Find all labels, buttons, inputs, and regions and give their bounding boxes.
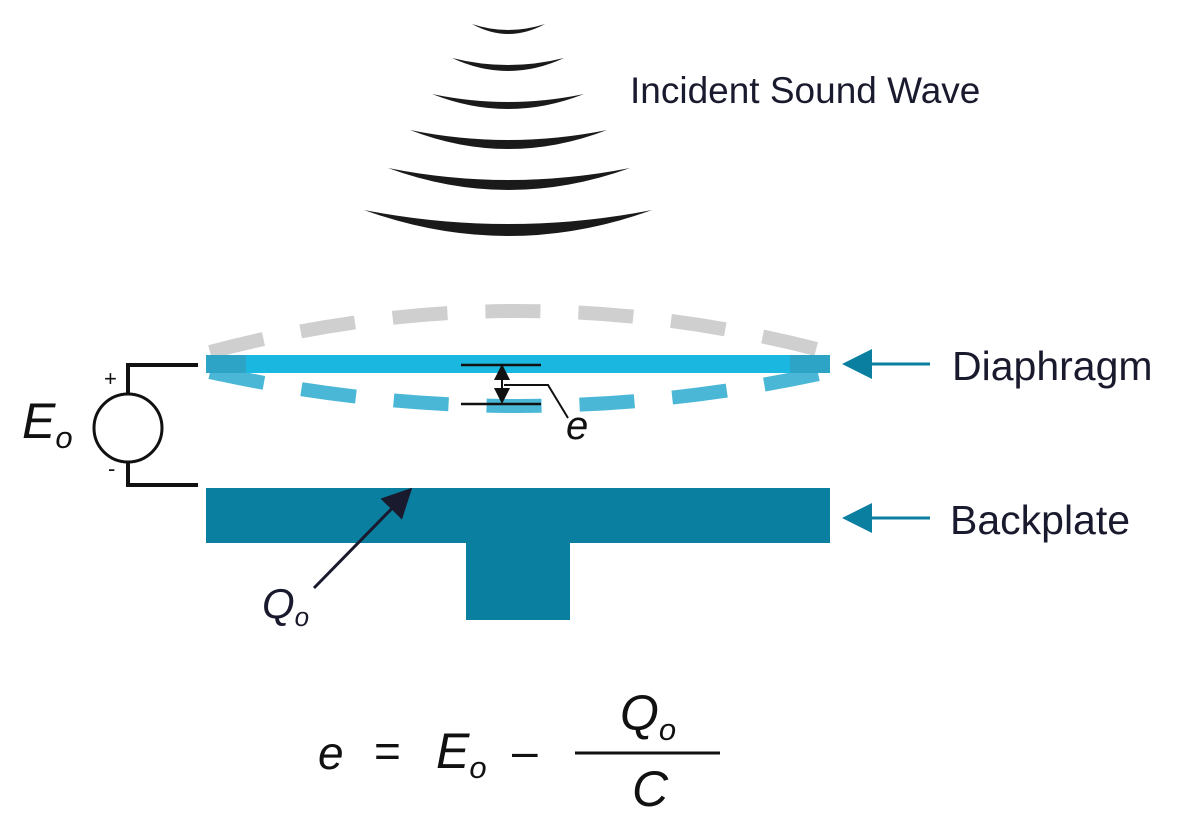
diaphragm-upper-dashed: [208, 304, 830, 359]
source-voltage-subscript: o: [55, 419, 73, 455]
charge-label: Qo: [262, 580, 309, 632]
equation-denominator: C: [632, 761, 669, 817]
equation-term1: Eo: [436, 722, 487, 785]
equation-lhs: e: [318, 727, 344, 779]
minus-terminal: -: [108, 456, 116, 481]
diaphragm-lower-dashed: [208, 365, 830, 413]
equation-numerator: Qo: [620, 684, 676, 747]
circuit-wires: [126, 363, 198, 487]
charge-subscript: o: [294, 602, 310, 633]
equation-term1-symbol: E: [436, 723, 470, 779]
sound-wave-arc: [452, 58, 564, 71]
plus-terminal: +: [104, 366, 117, 391]
backplate-stem: [466, 541, 570, 620]
displacement-label: e: [566, 404, 589, 448]
diaphragm-right-tip: [790, 355, 830, 373]
sound-wave-arc: [410, 130, 607, 149]
diaphragm-left-tip: [206, 355, 246, 373]
charge-symbol: Q: [262, 580, 295, 627]
sound-wave-arc: [432, 94, 584, 109]
incident-sound-wave-label: Incident Sound Wave: [630, 70, 981, 111]
source-voltage-label: Eo: [22, 392, 73, 455]
displacement-indicator: [461, 363, 569, 419]
ac-voltage-source-icon: [92, 392, 164, 464]
sound-wave-arc: [364, 210, 652, 236]
backplate: [206, 488, 830, 543]
equation-equals: =: [374, 725, 401, 777]
sound-wave-arc: [472, 24, 545, 34]
equation-term1-subscript: o: [469, 749, 487, 785]
sound-wave-arc: [388, 168, 630, 190]
source-voltage-symbol: E: [22, 393, 56, 449]
equation-numerator-subscript: o: [658, 711, 677, 747]
charge-arrow: [312, 487, 413, 590]
equation-minus: –: [512, 725, 538, 777]
equation-numerator-symbol: Q: [620, 685, 659, 741]
sound-wave-arcs-icon: [364, 24, 652, 236]
diaphragm-label: Diaphragm: [952, 343, 1153, 389]
backplate-label: Backplate: [950, 497, 1131, 543]
